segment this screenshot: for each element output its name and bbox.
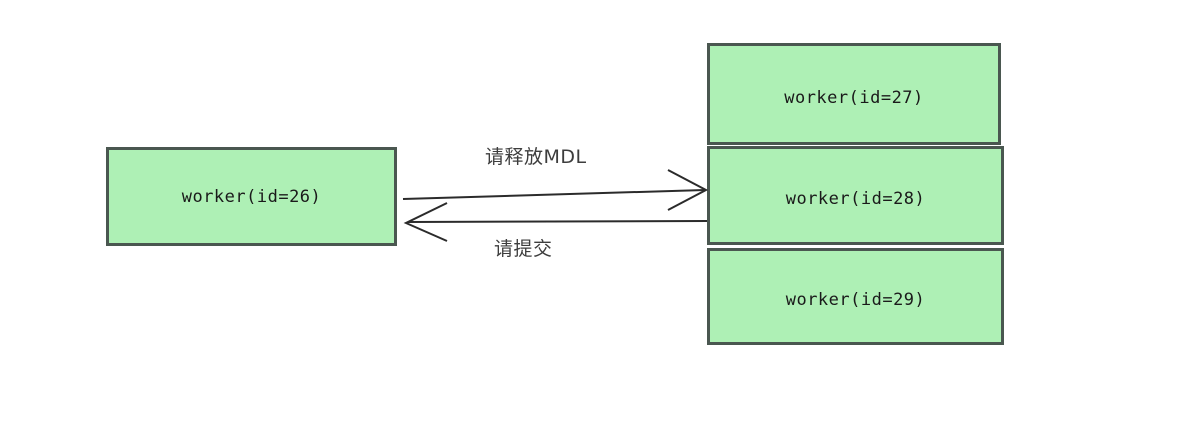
node-worker-26[interactable]: worker(id=26) (106, 147, 397, 246)
edge-commit-arrowhead (403, 202, 448, 242)
node-worker-28[interactable]: worker(id=28) (707, 146, 1004, 245)
edge-commit-label: 请提交 (494, 238, 553, 260)
edge-release-mdl-line (402, 189, 706, 200)
edge-release-mdl-arrowhead (667, 169, 709, 211)
edge-commit-line (407, 220, 708, 223)
node-worker-27-label: worker(id=27) (784, 88, 924, 108)
node-worker-27[interactable]: worker(id=27) (707, 43, 1001, 145)
node-worker-26-label: worker(id=26) (181, 186, 322, 207)
node-worker-29-label: worker(id=29) (785, 290, 926, 310)
node-worker-28-label: worker(id=28) (785, 189, 926, 209)
edge-release-mdl-label: 请释放MDL (485, 146, 587, 168)
node-worker-29[interactable]: worker(id=29) (707, 248, 1004, 345)
